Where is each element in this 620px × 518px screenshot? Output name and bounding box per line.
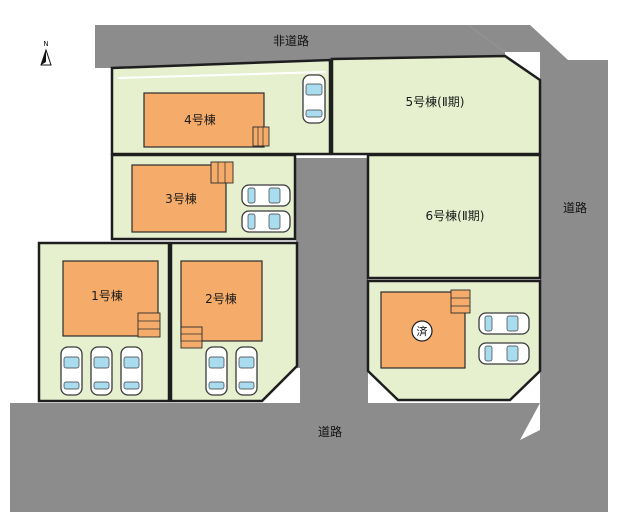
south-road (10, 368, 608, 512)
lot-3[interactable]: 3号棟 (110, 153, 297, 241)
lot-1-label: 1号棟 (91, 288, 123, 303)
car-icon (60, 346, 83, 396)
sold-badge-label: 済 (417, 324, 428, 338)
car-icon (235, 346, 258, 396)
lot-5-label: 5号棟(Ⅱ期) (406, 94, 465, 109)
sold-badge: 済 (411, 320, 433, 342)
car-icon (478, 342, 530, 365)
north-road-label: 非道路 (273, 33, 309, 48)
car-icon (241, 210, 291, 233)
east-road (468, 25, 608, 482)
lot-1[interactable]: 1号棟 (37, 241, 171, 403)
south-road-label: 道路 (318, 424, 342, 439)
lot-6-label: 6号棟(Ⅱ期) (426, 208, 485, 223)
lot-3-label: 3号棟 (165, 191, 197, 206)
lot-7-sold[interactable]: 済 (366, 279, 542, 402)
car-icon (120, 346, 143, 396)
lot-5[interactable]: 5号棟(Ⅱ期) (330, 54, 542, 156)
lot-4-label: 4号棟 (184, 112, 216, 127)
lot-2-label: 2号棟 (205, 291, 237, 306)
compass-label: N (43, 40, 48, 48)
lot-6[interactable]: 6号棟(Ⅱ期) (366, 153, 542, 280)
car-icon (205, 346, 228, 396)
car-icon (302, 74, 326, 124)
lot-4[interactable]: 4号棟 (110, 58, 332, 156)
central-road (296, 158, 368, 403)
lot-2[interactable]: 2号棟 (169, 241, 299, 403)
car-icon (90, 346, 113, 396)
north-compass-icon: N (40, 40, 52, 66)
car-icon (241, 184, 291, 207)
car-icon (478, 312, 530, 335)
east-road-label: 道路 (563, 200, 587, 215)
